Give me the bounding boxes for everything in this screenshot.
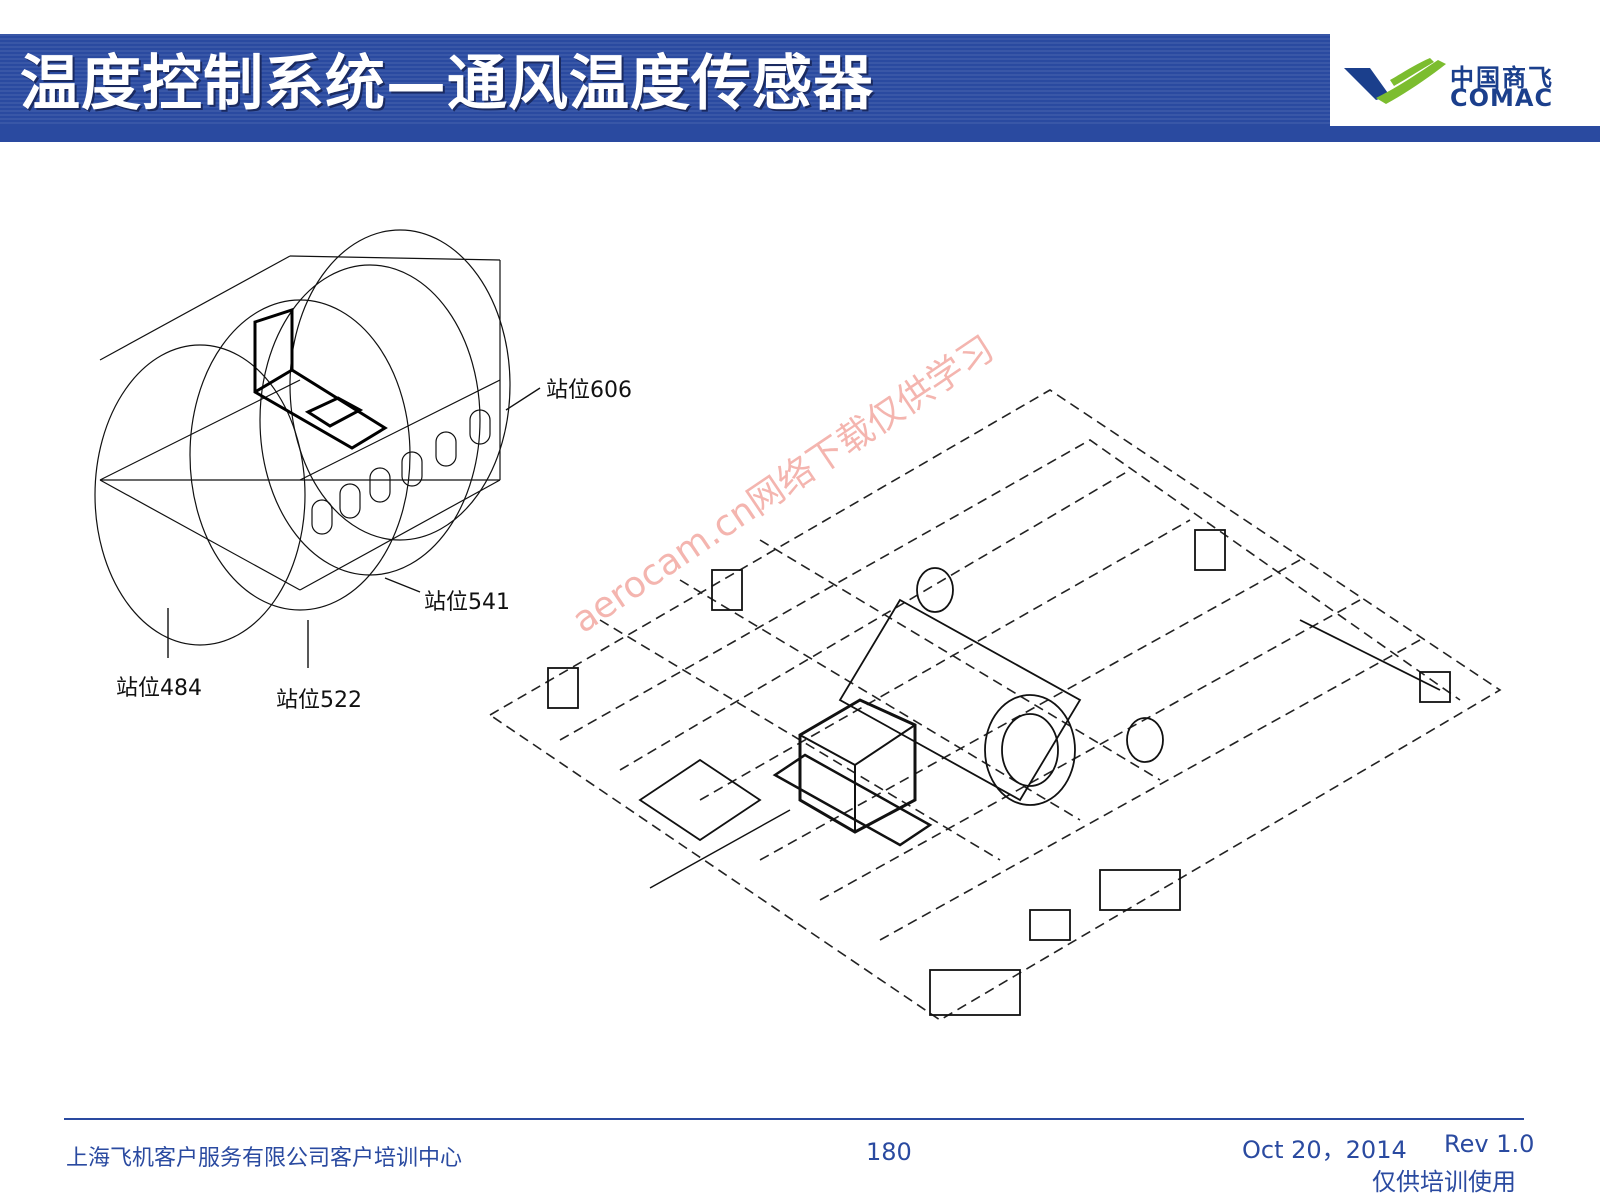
slide-title: 温度控制系统—通风温度传感器	[20, 49, 874, 119]
footer-revision: Rev 1.0	[1444, 1130, 1535, 1158]
comac-logo-icon	[1344, 58, 1446, 104]
title-bar	[0, 34, 1330, 126]
station-label-606: 站位606	[546, 378, 632, 403]
station-label-541: 站位541	[424, 590, 510, 615]
footer-date: Oct 20，2014	[1242, 1136, 1407, 1164]
footer-divider	[64, 1118, 1524, 1120]
station-label-484: 站位484	[116, 676, 202, 701]
logo-text-en: COMAC	[1450, 84, 1554, 112]
logo-text-cn: 中国商飞	[1450, 64, 1554, 92]
station-label-522: 站位522	[276, 688, 362, 713]
logo-area	[1330, 34, 1600, 126]
footer-organization: 上海飞机客户服务有限公司客户培训中心	[66, 1146, 463, 1171]
page-number: 180	[866, 1138, 912, 1166]
footer-usage-note: 仅供培训使用	[1372, 1168, 1516, 1196]
title-underline	[0, 126, 1600, 142]
